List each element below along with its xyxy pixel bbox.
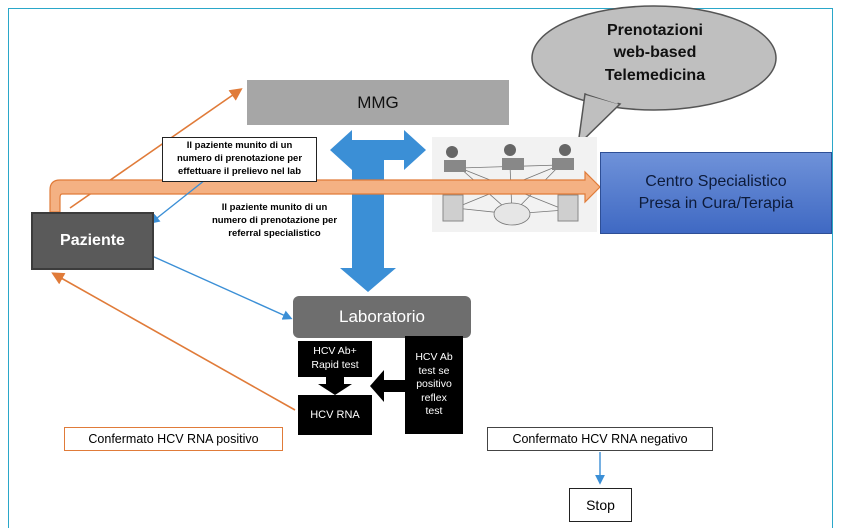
arrow-paziente-to-lab [151,255,293,320]
computer-user-icons [442,144,579,222]
blue-t-arrow [330,130,426,292]
orange-band-to-centro [49,170,601,213]
mmg-box: MMG [247,80,509,125]
paziente-box: Paziente [31,212,154,270]
laboratorio-label: Laboratorio [338,307,425,326]
speech-bubble [531,5,777,148]
black-left-arrow [370,370,405,402]
stop-box: Stop [569,488,632,522]
hcv-rna-box: HCV RNA [298,395,372,435]
bubble-text: Prenotazioni web-based Telemedicina [604,22,706,84]
centro-specialistico-box: Centro Specialistico Presa in Cura/Terap… [600,152,832,234]
arrow-lab-to-paziente [51,272,296,411]
black-down-arrow [318,377,352,395]
hcv-ab-reflex-test-box: HCV Ab test se positivo reflex test [405,336,463,434]
confirmed-negative-box: Confermato HCV RNA negativo [487,427,713,451]
confirmed-positive-box: Confermato HCV RNA positivo [64,427,283,451]
note-referral: Il paziente munito di un numero di preno… [211,202,338,239]
mmg-label: MMG [357,92,399,112]
laboratorio-box: Laboratorio [293,296,471,338]
diagram-frame [8,8,833,528]
arrow-note-to-paziente [149,179,206,224]
hcv-ab-rapid-test-box: HCV Ab+ Rapid test [298,341,372,377]
note-prelievo: Il paziente munito di un numero di preno… [162,137,317,182]
paziente-label: Paziente [60,232,125,249]
